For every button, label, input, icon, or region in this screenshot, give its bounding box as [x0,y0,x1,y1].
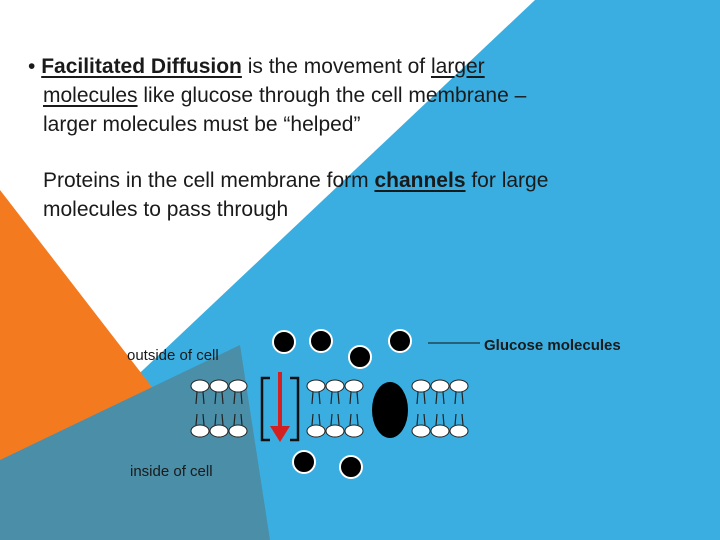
inside-of-cell-label: inside of cell [130,463,213,480]
phospholipid-tail [195,413,198,426]
phospholipid-tail [330,391,333,405]
phospholipid-tail [356,413,359,426]
phospholipid-tail [337,413,340,426]
phospholipid-tail [423,413,426,426]
phospholipid-head [411,379,431,393]
phospholipid-head [430,379,450,393]
phospholipid-tail [311,413,314,426]
phospholipid-tail [349,391,352,405]
phospholipid-head [228,379,248,393]
phospholipid-tail [195,391,198,405]
phospholipid-tail [423,391,426,405]
phospholipid-tail [454,391,457,405]
paragraph-line-2: molecules like glucose through the cell … [28,81,678,110]
paragraph-line-3: larger molecules must be “helped” [43,113,361,136]
phospholipid-tail [221,413,224,426]
term-molecules: molecules [43,84,138,107]
paragraph2-line-2: molecules to pass through [43,198,289,221]
phospholipid-head [209,424,229,438]
phospholipid-tail [337,391,340,405]
phospholipid-tail [214,391,217,405]
bullet-marker: • [28,55,36,78]
phospholipid-tail [461,391,464,405]
phospholipid-tail [442,391,445,405]
phospholipid-head [344,424,364,438]
channel-protein-right [290,376,300,442]
term-facilitated-diffusion: Facilitated Diffusion [41,55,242,78]
phospholipid-tail [318,413,321,426]
diffusion-arrow-head [270,426,290,442]
text-segment: like glucose through the cell membrane – [137,84,527,107]
phospholipid-tail [240,391,243,405]
channel-protein-left [260,376,270,442]
phospholipid-head [209,379,229,393]
phospholipid-head [306,424,326,438]
phospholipid-heads [190,379,469,438]
glucose-molecule [339,455,363,479]
phospholipid-tail [416,413,419,426]
text-segment: for large [465,169,549,192]
glucose-molecule [272,330,296,354]
phospholipid-tail [454,413,457,426]
phospholipid-tail [221,391,224,405]
phospholipid-tail [240,413,243,426]
glucose-molecule [309,329,333,353]
phospholipid-tail [416,391,419,405]
phospholipid-head [449,379,469,393]
phospholipid-head [190,424,210,438]
phospholipid-tail [202,391,205,405]
phospholipid-head [306,379,326,393]
phospholipid-head [344,379,364,393]
phospholipid-tails [195,391,464,426]
text-segment: is the movement of [241,55,431,78]
phospholipid-head [190,379,210,393]
phospholipid-head [325,379,345,393]
carrier-protein [372,382,408,438]
teal-overlap-shape [0,345,270,540]
term-larger: larger [430,55,485,78]
glucose-molecule [292,450,316,474]
bullet-paragraph: • Facilitated Diffusion is the movement … [28,52,678,139]
phospholipid-head [228,424,248,438]
phospholipid-tail [442,413,445,426]
paragraph-line-1: • Facilitated Diffusion is the movement … [28,52,678,81]
glucose-molecule [348,345,372,369]
phospholipid-head [430,424,450,438]
outside-of-cell-label: outside of cell [127,347,219,364]
phospholipid-tail [202,413,205,426]
term-channels: channels [374,169,466,192]
phospholipid-head [325,424,345,438]
phospholipid-head [449,424,469,438]
phospholipid-tail [330,413,333,426]
glucose-molecule [388,329,412,353]
phospholipid-tail [349,413,352,426]
text-segment: Proteins in the cell membrane form [43,169,375,192]
glucose-molecules-label: Glucose molecules [484,337,621,354]
phospholipid-head [411,424,431,438]
phospholipid-tail [435,413,438,426]
phospholipid-tail [318,391,321,405]
phospholipid-tail [233,391,236,405]
phospholipid-tail [214,413,217,426]
phospholipid-tail [461,413,464,426]
paragraph2-line-1: Proteins in the cell membrane form chann… [43,166,693,195]
phospholipid-tail [233,413,236,426]
phospholipid-tail [356,391,359,405]
phospholipid-tail [311,391,314,405]
phospholipid-tail [435,391,438,405]
sub-paragraph: Proteins in the cell membrane form chann… [43,166,693,224]
